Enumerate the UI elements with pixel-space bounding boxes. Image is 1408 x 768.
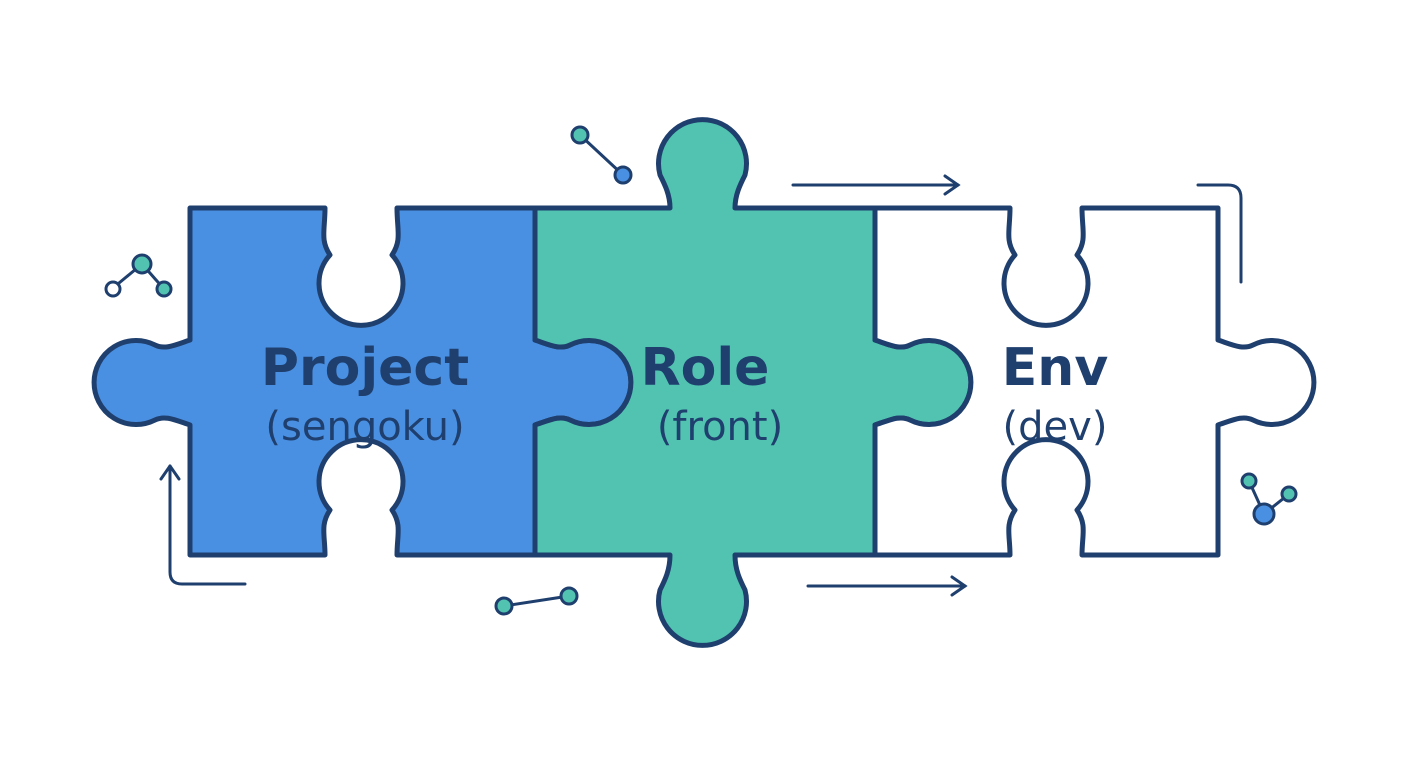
piece-title-project: Project	[261, 338, 469, 398]
piece-title-env: Env	[1002, 338, 1109, 398]
arrow-icon	[806, 575, 968, 597]
puzzle-piece-env	[872, 205, 1317, 558]
piece-subtitle-role: (front)	[657, 404, 783, 450]
piece-subtitle-project: (sengoku)	[265, 404, 464, 450]
corner-bracket-icon	[1196, 183, 1243, 284]
link-icon	[570, 125, 633, 185]
piece-subtitle-env: (dev)	[1003, 404, 1108, 450]
molecule-icon	[1240, 472, 1298, 526]
molecule-icon	[104, 253, 173, 298]
link-icon	[494, 586, 579, 616]
piece-title-role: Role	[641, 338, 770, 398]
arrow-icon	[791, 174, 961, 196]
arrow-icon	[159, 464, 247, 586]
